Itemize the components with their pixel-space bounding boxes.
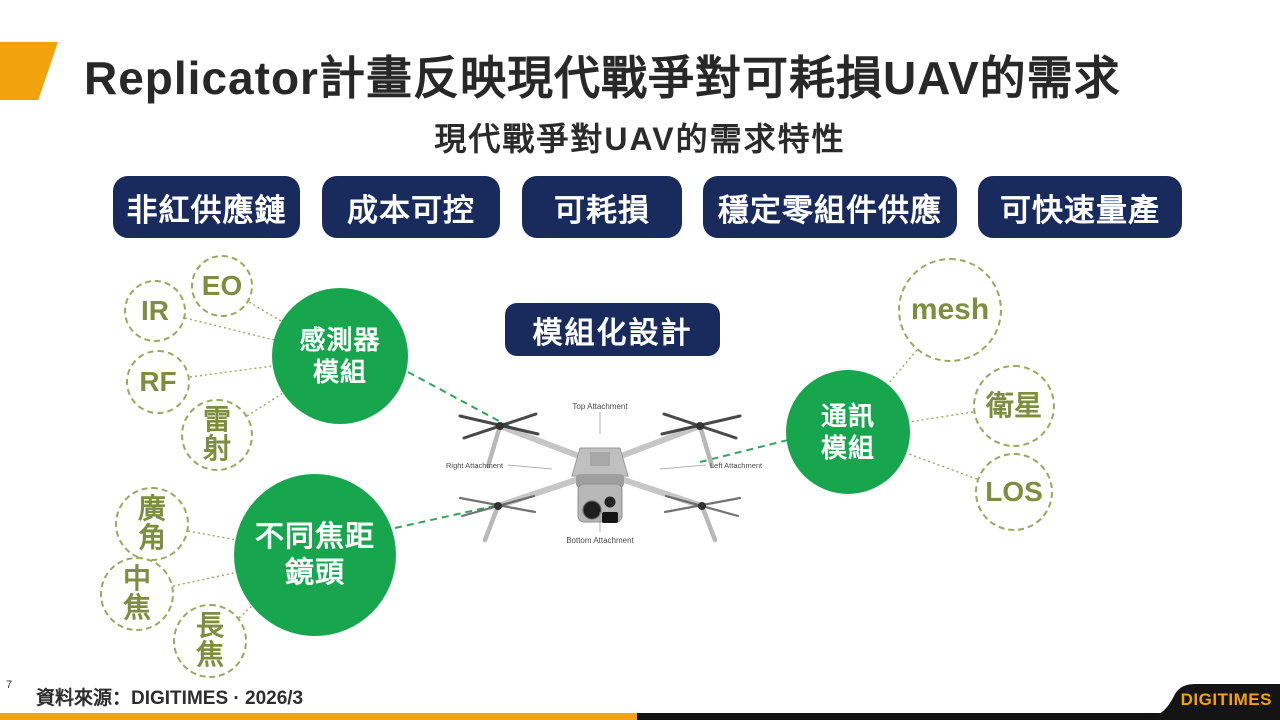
requirement-badge-cost-control: 成本可控 [322, 176, 500, 238]
comm-type-satellite: 衛星 [973, 365, 1055, 447]
lens-type-wide-line2: 角 [137, 522, 166, 553]
sensor-type-eo-label: EO [201, 269, 243, 301]
module-sensor-line2: 模組 [312, 357, 367, 387]
page-title: Replicator計畫反映現代戰爭對可耗損UAV的需求 [84, 52, 1121, 104]
digitimes-logo: DIGITIMES [1180, 690, 1272, 709]
lens-type-tele-line1: 長 [195, 610, 224, 642]
lens-type-wide-angle: 廣 角 [115, 487, 189, 561]
drone-label-bottom-attachment: Bottom Attachment [566, 536, 634, 545]
module-comm-line2: 模組 [820, 433, 875, 463]
lens-type-telephoto: 長 焦 [173, 604, 247, 678]
comm-type-los-label: LOS [985, 475, 1043, 507]
module-lens-line1: 不同焦距 [254, 520, 375, 553]
requirement-badge-mass-production: 可快速量產 [978, 176, 1182, 238]
drone-label-right-attachment: Right Attachment [446, 461, 504, 470]
requirement-badge-expendable: 可耗損 [522, 176, 682, 238]
drone-label-left-attachment: Left Attachment [710, 461, 763, 470]
sensor-type-laser-line1: 雷 [202, 404, 231, 436]
sensor-type-ir-label: IR [141, 294, 169, 326]
comm-type-mesh: mesh [898, 258, 1002, 362]
requirement-badge-stable-components: 穩定零組件供應 [703, 176, 957, 238]
page-number: 7 [6, 679, 13, 691]
comm-type-los: LOS [975, 453, 1053, 531]
lens-type-mid-line2: 焦 [122, 592, 151, 623]
sensor-type-ir: IR [124, 280, 186, 342]
module-hub-lens: 不同焦距 鏡頭 [234, 474, 396, 636]
lens-type-mid-line1: 中 [122, 563, 151, 595]
comm-type-mesh-label: mesh [910, 292, 990, 326]
module-lens-line2: 鏡頭 [284, 557, 345, 589]
drone-label-top-attachment: Top Attachment [572, 402, 628, 411]
comm-type-satellite-label: 衛星 [985, 389, 1042, 421]
sensor-type-rf-label: RF [139, 365, 177, 397]
sensor-type-laser: 雷 射 [181, 399, 253, 471]
module-sensor-line1: 感測器 [299, 324, 381, 355]
module-comm-line1: 通訊 [820, 400, 875, 431]
sensor-type-laser-line2: 射 [202, 433, 231, 464]
slide-subtitle: 現代戰爭對UAV的需求特性 [434, 121, 846, 157]
footer-bar-orange [0, 713, 637, 720]
module-hub-comm: 通訊 模組 [786, 370, 910, 494]
lens-type-wide-line1: 廣 [137, 493, 166, 525]
title-accent-shape [0, 42, 58, 100]
modular-design-badge: 模組化設計 [505, 303, 720, 356]
source-citation: 資料來源：DIGITIMES · 2026/3 [36, 688, 304, 709]
footer-bar-black [637, 713, 1280, 720]
sensor-type-eo: EO [191, 255, 253, 317]
lens-type-tele-line2: 焦 [195, 639, 224, 670]
requirement-badge-non-red-supply-chain: 非紅供應鏈 [113, 176, 300, 238]
digitimes-logo-shape [1140, 684, 1280, 720]
sensor-type-rf: RF [126, 350, 190, 414]
drone-image: Top Attachment Right Attachment Left Att… [446, 402, 763, 545]
module-hub-sensor: 感測器 模組 [272, 288, 408, 424]
lens-type-mid-focal: 中 焦 [100, 557, 174, 631]
